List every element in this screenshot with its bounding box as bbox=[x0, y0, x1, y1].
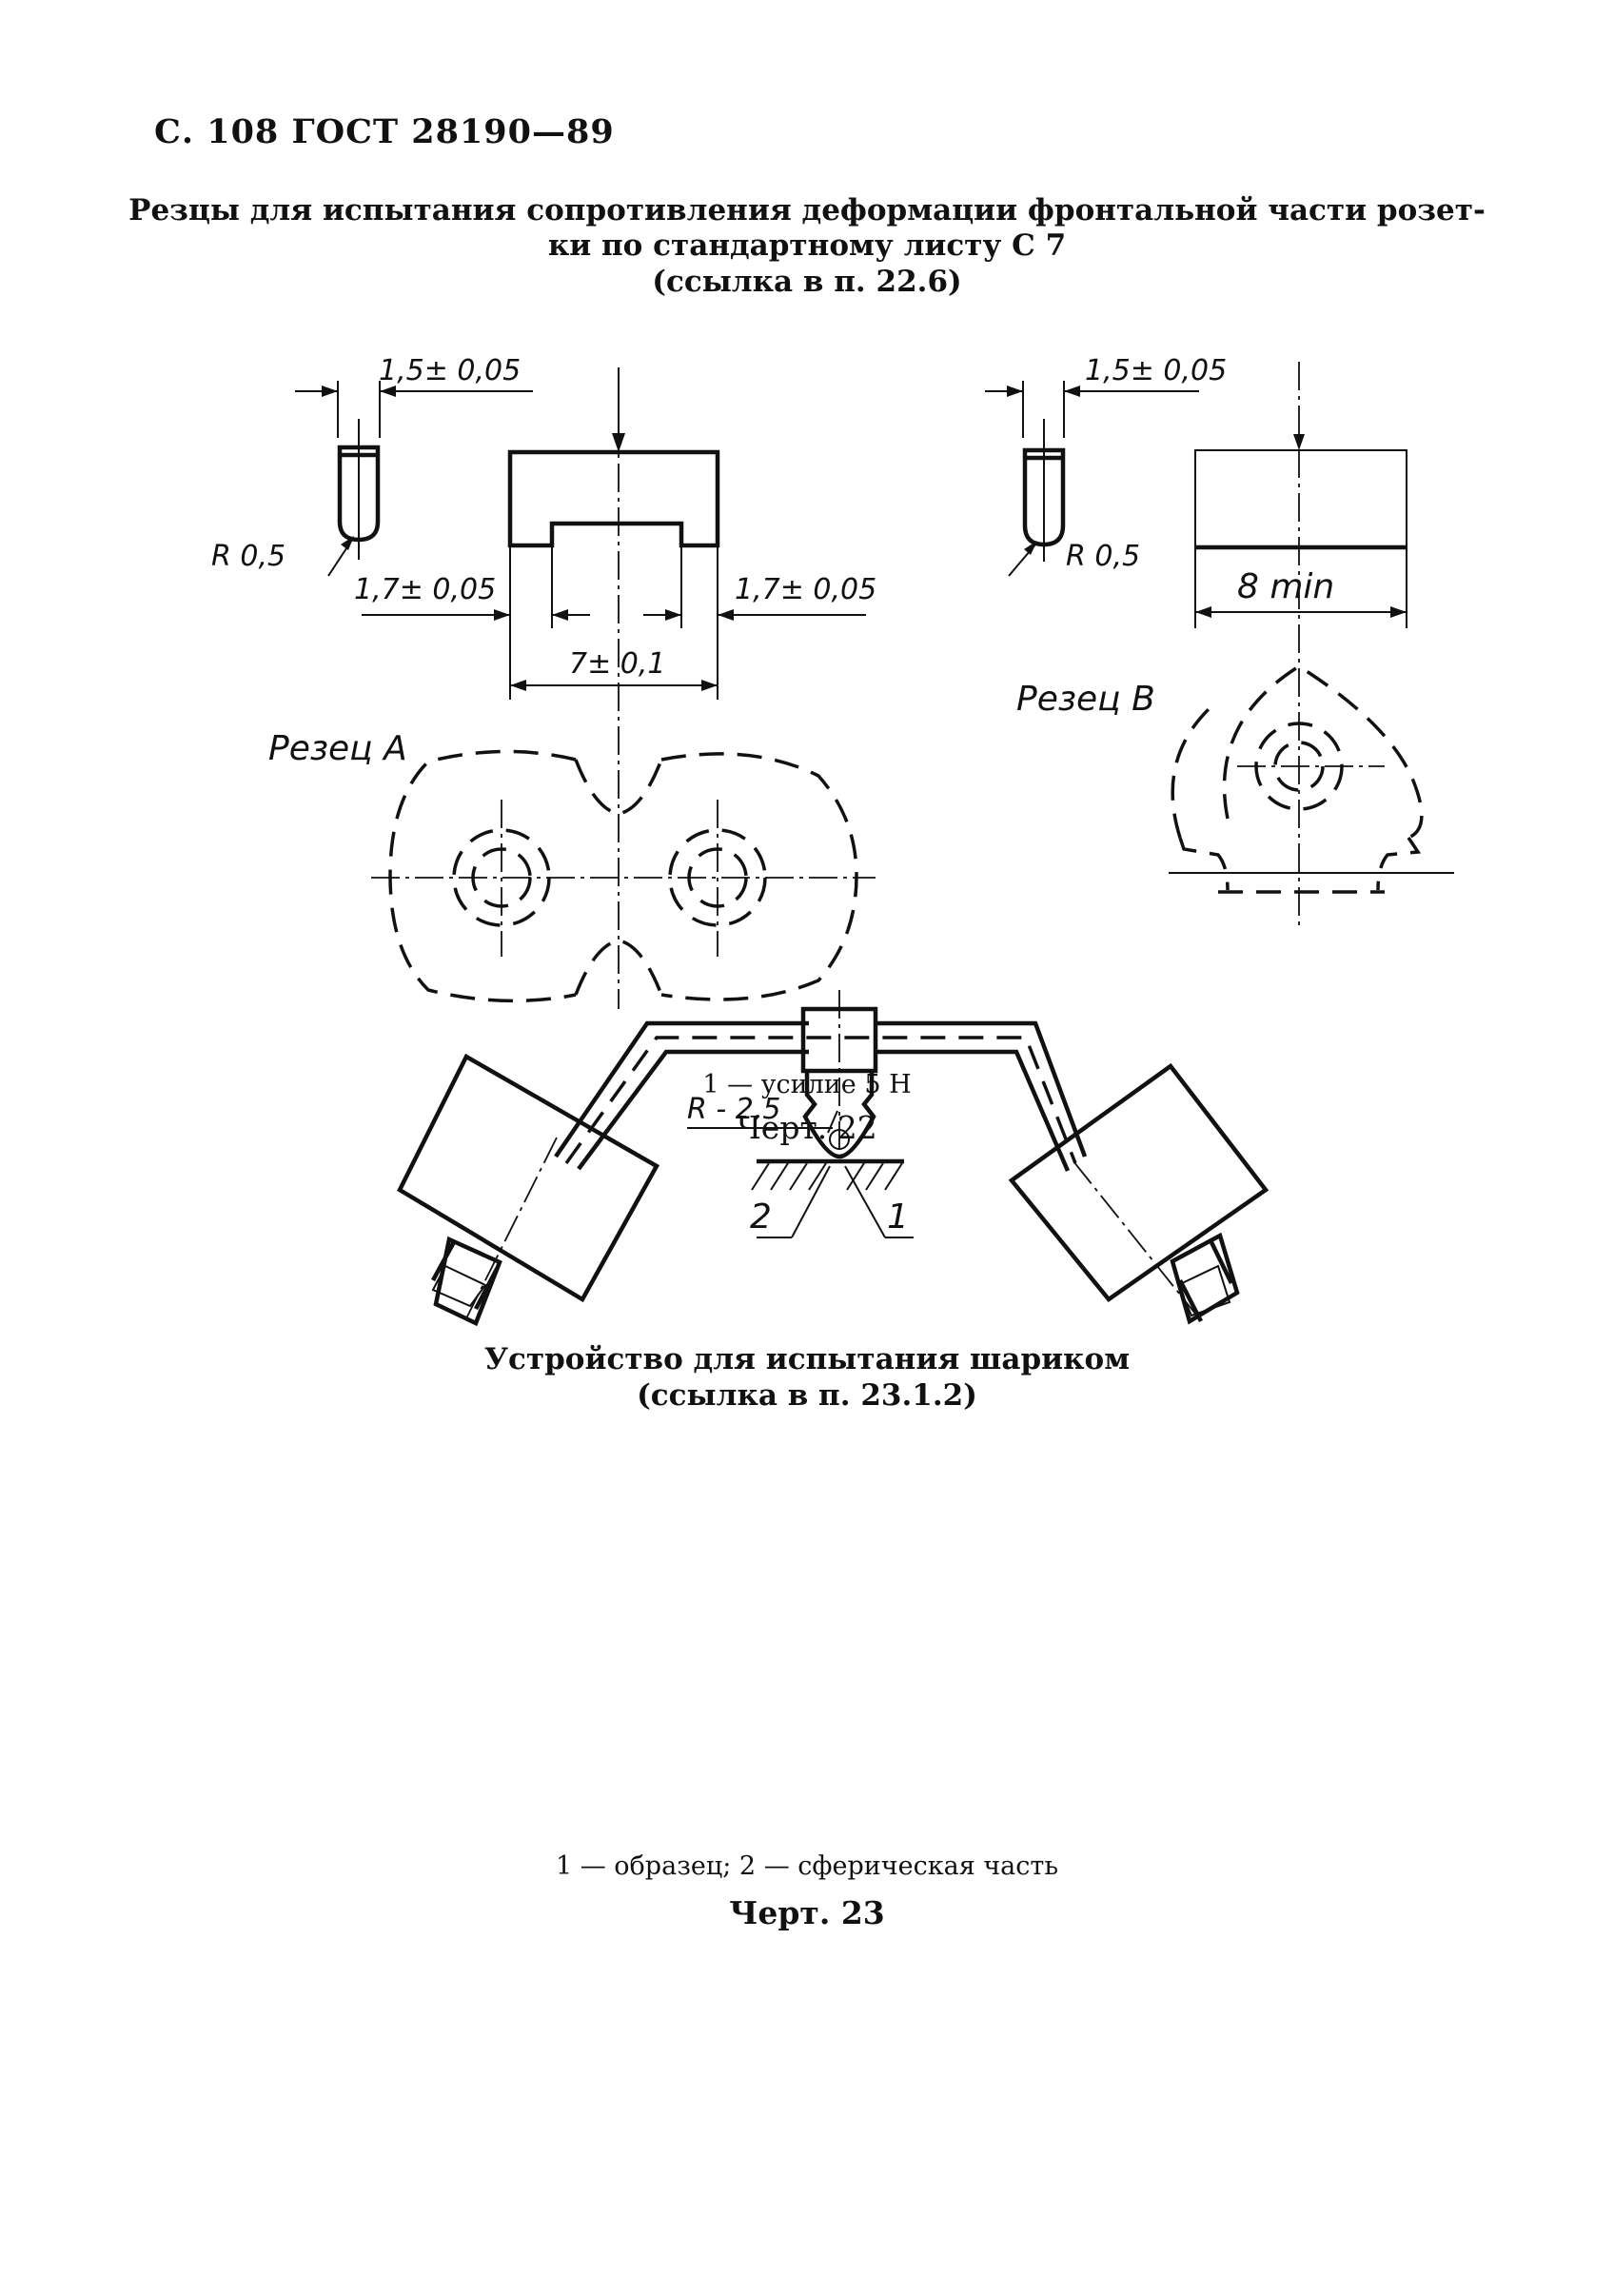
cutter-b-radius-dim: R 0,5 bbox=[1066, 540, 1141, 573]
cutter-a-radius-dim: R 0,5 bbox=[211, 540, 286, 573]
cutter-b-body bbox=[1194, 362, 1407, 928]
cutter-a-label: Резец А bbox=[268, 729, 407, 768]
section1-title-line2: ки по стандартному листу С 7 bbox=[547, 228, 1067, 263]
figure23-number: Черт. 23 bbox=[729, 1894, 885, 1931]
section1-reference: (ссылка в п. 22.6) bbox=[652, 265, 962, 299]
section2-title: Устройство для испытания шариком bbox=[483, 1342, 1131, 1376]
cutter-a-width-dim: 1,5± 0,05 bbox=[379, 354, 522, 387]
callout-2: 2 bbox=[750, 1197, 772, 1237]
page-header: С. 108 ГОСТ 28190—89 bbox=[154, 112, 615, 151]
figure22-number: Черт. 22 bbox=[737, 1109, 877, 1146]
cutter-b-label: Резец В bbox=[1016, 680, 1155, 719]
figure22-caption: 1 — усилие 5 Н bbox=[702, 1070, 912, 1099]
cutter-a-total-dim: 7± 0,1 bbox=[569, 647, 666, 681]
cutter-a-left-step-dim: 1,7± 0,05 bbox=[354, 573, 497, 606]
cutter-b-min-dim: 8 min bbox=[1237, 567, 1335, 606]
cutter-b-profile bbox=[985, 381, 1199, 577]
cutter-a-plan bbox=[371, 749, 876, 1003]
cutter-a-body bbox=[362, 367, 866, 1009]
section2-reference: (ссылка в п. 23.1.2) bbox=[637, 1378, 977, 1413]
ball-radius-dim: R - 2,5 bbox=[687, 1093, 781, 1126]
cutter-b-width-dim: 1,5± 0,05 bbox=[1085, 354, 1228, 387]
cutter-a-profile bbox=[295, 381, 533, 577]
figure23-caption: 1 — образец; 2 — сферическая часть bbox=[555, 1851, 1059, 1881]
ball-pressure-apparatus bbox=[397, 990, 1270, 1327]
section1-title-line1: Резцы для испытания сопротивления деформ… bbox=[128, 193, 1486, 228]
callout-1: 1 bbox=[887, 1197, 909, 1237]
cutter-a-right-step-dim: 1,7± 0,05 bbox=[735, 573, 877, 606]
cutter-b-plan bbox=[1169, 663, 1454, 894]
